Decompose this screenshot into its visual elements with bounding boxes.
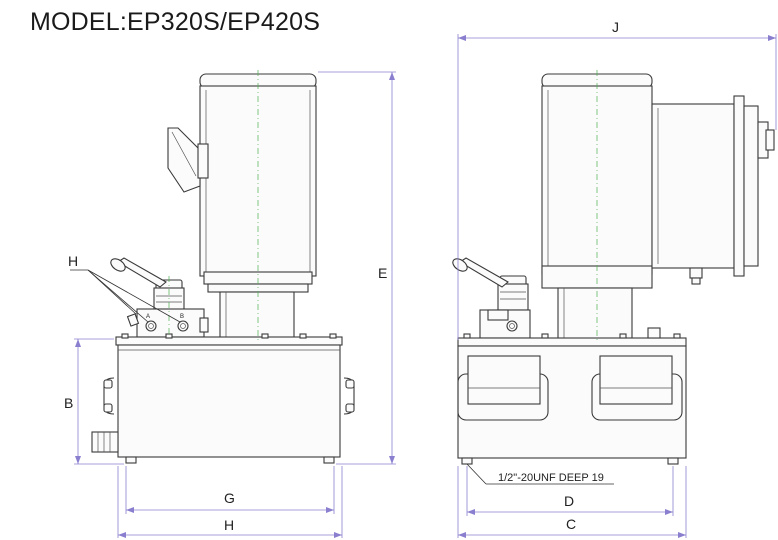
outlet-fitting — [91, 431, 119, 453]
starter-box — [651, 103, 735, 269]
dim-c: C — [457, 466, 687, 538]
label-g: G — [224, 490, 235, 506]
label-h: H — [68, 253, 78, 269]
thread-note: 1/2"-20UNF DEEP 19 — [466, 463, 614, 485]
oil-tank — [117, 344, 341, 458]
label-c: C — [566, 516, 576, 532]
label-h-width: H — [224, 517, 234, 533]
dim-h: H — [117, 466, 343, 538]
label-b: B — [64, 395, 73, 411]
dim-g: G — [125, 466, 335, 514]
svg-text:A: A — [146, 314, 150, 320]
svg-text:B: B — [180, 314, 184, 320]
side-view — [452, 70, 775, 465]
thread-note-text: 1/2"-20UNF DEEP 19 — [498, 472, 604, 484]
dim-b: B — [64, 338, 124, 465]
front-view: A B — [91, 70, 355, 464]
dim-j: J — [457, 19, 777, 340]
junction-box — [167, 127, 201, 193]
pump-stem — [219, 291, 295, 341]
model-title: MODEL:EP320S/EP420S — [30, 8, 321, 36]
dim-d: D — [466, 466, 674, 516]
label-d: D — [564, 493, 574, 509]
valve-handle — [116, 257, 167, 288]
tank-lid — [115, 336, 343, 346]
label-e: E — [378, 265, 387, 281]
label-h-callout: H — [68, 253, 181, 323]
dim-e: E — [318, 71, 396, 465]
label-j: J — [612, 19, 619, 35]
